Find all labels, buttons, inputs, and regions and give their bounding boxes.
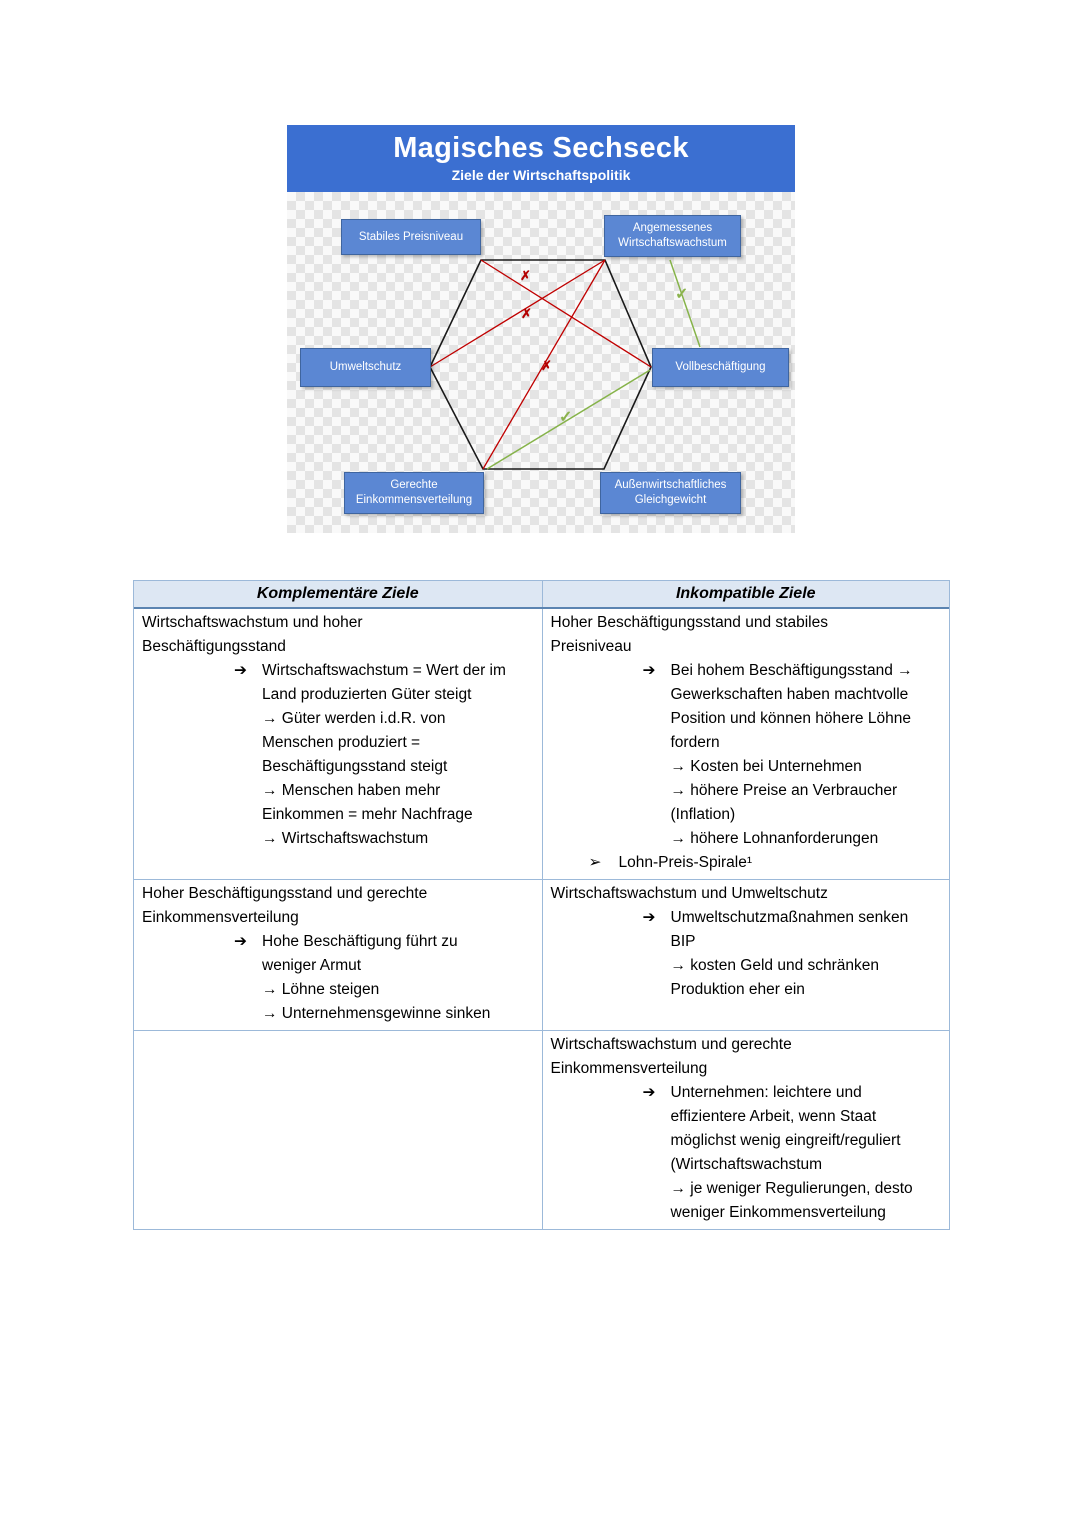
list-item-text: Unternehmen: leichtere und effizientere … bbox=[670, 1084, 913, 1221]
triangle-bullet-icon: ➢ bbox=[588, 854, 602, 871]
complement-check-mark: ✓ bbox=[559, 409, 572, 426]
arrow-list-item: ➔ Hohe Beschäftigung führt zu weniger Arm… bbox=[234, 930, 534, 1026]
goal-node-einkommensverteilung: Gerechte Einkommensverteilung bbox=[344, 472, 484, 514]
cell-heading-text: Wirtschaftswachstum und hoher Beschäftig… bbox=[142, 614, 363, 655]
arrow-list-item: ➔ Unternehmen: leichtere und effizientere… bbox=[643, 1081, 942, 1225]
list-item-text: Wirtschaftswachstum = Wert der im Land p… bbox=[262, 662, 506, 847]
cell-heading-text: Hoher Beschäftigungsstand und gerechte E… bbox=[142, 885, 428, 926]
complement-check-mark: ✓ bbox=[675, 286, 688, 303]
conflict-line-preisniveau-vollbeschaeftigung bbox=[480, 259, 652, 368]
conflict-line-wachstum-einkommensverteilung bbox=[482, 259, 606, 470]
arrow-list-item: ➔ Wirtschaftswachstum = Wert der im Land … bbox=[234, 659, 534, 851]
header-komplementaere-ziele: Komplementäre Ziele bbox=[256, 585, 419, 602]
goal-node-preisniveau: Stabiles Preisniveau bbox=[341, 219, 481, 255]
arrow-bullet-icon: ➔ bbox=[642, 909, 656, 926]
goal-node-gleichgewicht: Außenwirtschaftliches Gleichgewicht bbox=[600, 472, 741, 514]
table-cell-left bbox=[134, 1031, 542, 1229]
conflict-line-wachstum-umweltschutz bbox=[429, 259, 606, 368]
diagram-header: Magisches Sechseck Ziele der Wirtschafts… bbox=[287, 125, 795, 192]
table-header-row: Komplementäre Ziele Inkompatible Ziele bbox=[134, 581, 949, 609]
table-cell-right: Wirtschaftswachstum und gerechte Einkomm… bbox=[541, 1031, 950, 1229]
goals-comparison-table: Komplementäre Ziele Inkompatible Ziele W… bbox=[133, 580, 950, 1230]
complement-line-wachstum-vollbeschaeftigung bbox=[669, 259, 701, 348]
table-body: Wirtschaftswachstum und hoher Beschäftig… bbox=[134, 609, 949, 1229]
conflict-x-mark: ✗ bbox=[521, 306, 532, 321]
arrow-bullet-icon: ➔ bbox=[234, 662, 247, 679]
table-cell-left: Wirtschaftswachstum und hoher Beschäftig… bbox=[134, 609, 542, 879]
triangle-list-item: ➢ Lohn-Preis-Spirale¹ bbox=[589, 851, 942, 875]
table-row: Hoher Beschäftigungsstand und gerechte E… bbox=[134, 879, 949, 1030]
conflict-x-mark: ✗ bbox=[520, 268, 531, 283]
goal-node-wachstum: Angemessenes Wirtschaftswachstum bbox=[604, 215, 741, 257]
list-item-text: Hohe Beschäftigung führt zu weniger Armu… bbox=[262, 933, 491, 1022]
arrow-bullet-icon: ➔ bbox=[234, 933, 247, 950]
diagram-subtitle: Ziele der Wirtschaftspolitik bbox=[451, 167, 631, 183]
goal-node-vollbeschaeftigung: Vollbeschäftigung bbox=[652, 348, 789, 387]
diagram-title: Magisches Sechseck bbox=[393, 132, 689, 164]
table-row: Wirtschaftswachstum und gerechte Einkomm… bbox=[134, 1030, 949, 1229]
list-item-text: Umweltschutzmaßnahmen senken BIP → koste… bbox=[670, 909, 909, 998]
header-inkompatible-ziele: Inkompatible Ziele bbox=[541, 581, 950, 607]
arrow-bullet-icon: ➔ bbox=[642, 662, 656, 679]
goal-node-umweltschutz: Umweltschutz bbox=[300, 348, 431, 387]
table-cell-left: Hoher Beschäftigungsstand und gerechte E… bbox=[134, 880, 542, 1030]
magic-hexagon-diagram: Magisches Sechseck Ziele der Wirtschafts… bbox=[287, 125, 795, 533]
cell-heading-text: Wirtschaftswachstum und gerechte Einkomm… bbox=[550, 1036, 792, 1077]
arrow-list-item: ➔ Umweltschutzmaßnahmen senken BIP → kost… bbox=[643, 906, 942, 1002]
table-cell-right: Wirtschaftswachstum und Umweltschutz ➔ Umw… bbox=[541, 880, 950, 1030]
cell-heading-text: Hoher Beschäftigungsstand und stabiles P… bbox=[550, 614, 828, 655]
list-item-text: Lohn-Preis-Spirale¹ bbox=[618, 854, 753, 871]
conflict-x-mark: ✗ bbox=[541, 358, 552, 373]
table-row: Wirtschaftswachstum und hoher Beschäftig… bbox=[134, 609, 949, 879]
cell-heading-text: Wirtschaftswachstum und Umweltschutz bbox=[550, 885, 828, 902]
complement-line-vollbeschaeftigung-einkommensverteilung bbox=[486, 369, 651, 470]
list-item-text: Bei hohem Beschäftigungsstand → Gewerksc… bbox=[670, 662, 913, 847]
arrow-list-item: ➔ Bei hohem Beschäftigungsstand → Gewerks… bbox=[643, 659, 942, 851]
arrow-bullet-icon: ➔ bbox=[642, 1084, 656, 1101]
table-cell-right: Hoher Beschäftigungsstand und stabiles P… bbox=[541, 609, 950, 879]
diagram-canvas: ✗ ✗ ✗ ✓ ✓ Stabiles Preisniveau Angemessen… bbox=[287, 192, 795, 533]
